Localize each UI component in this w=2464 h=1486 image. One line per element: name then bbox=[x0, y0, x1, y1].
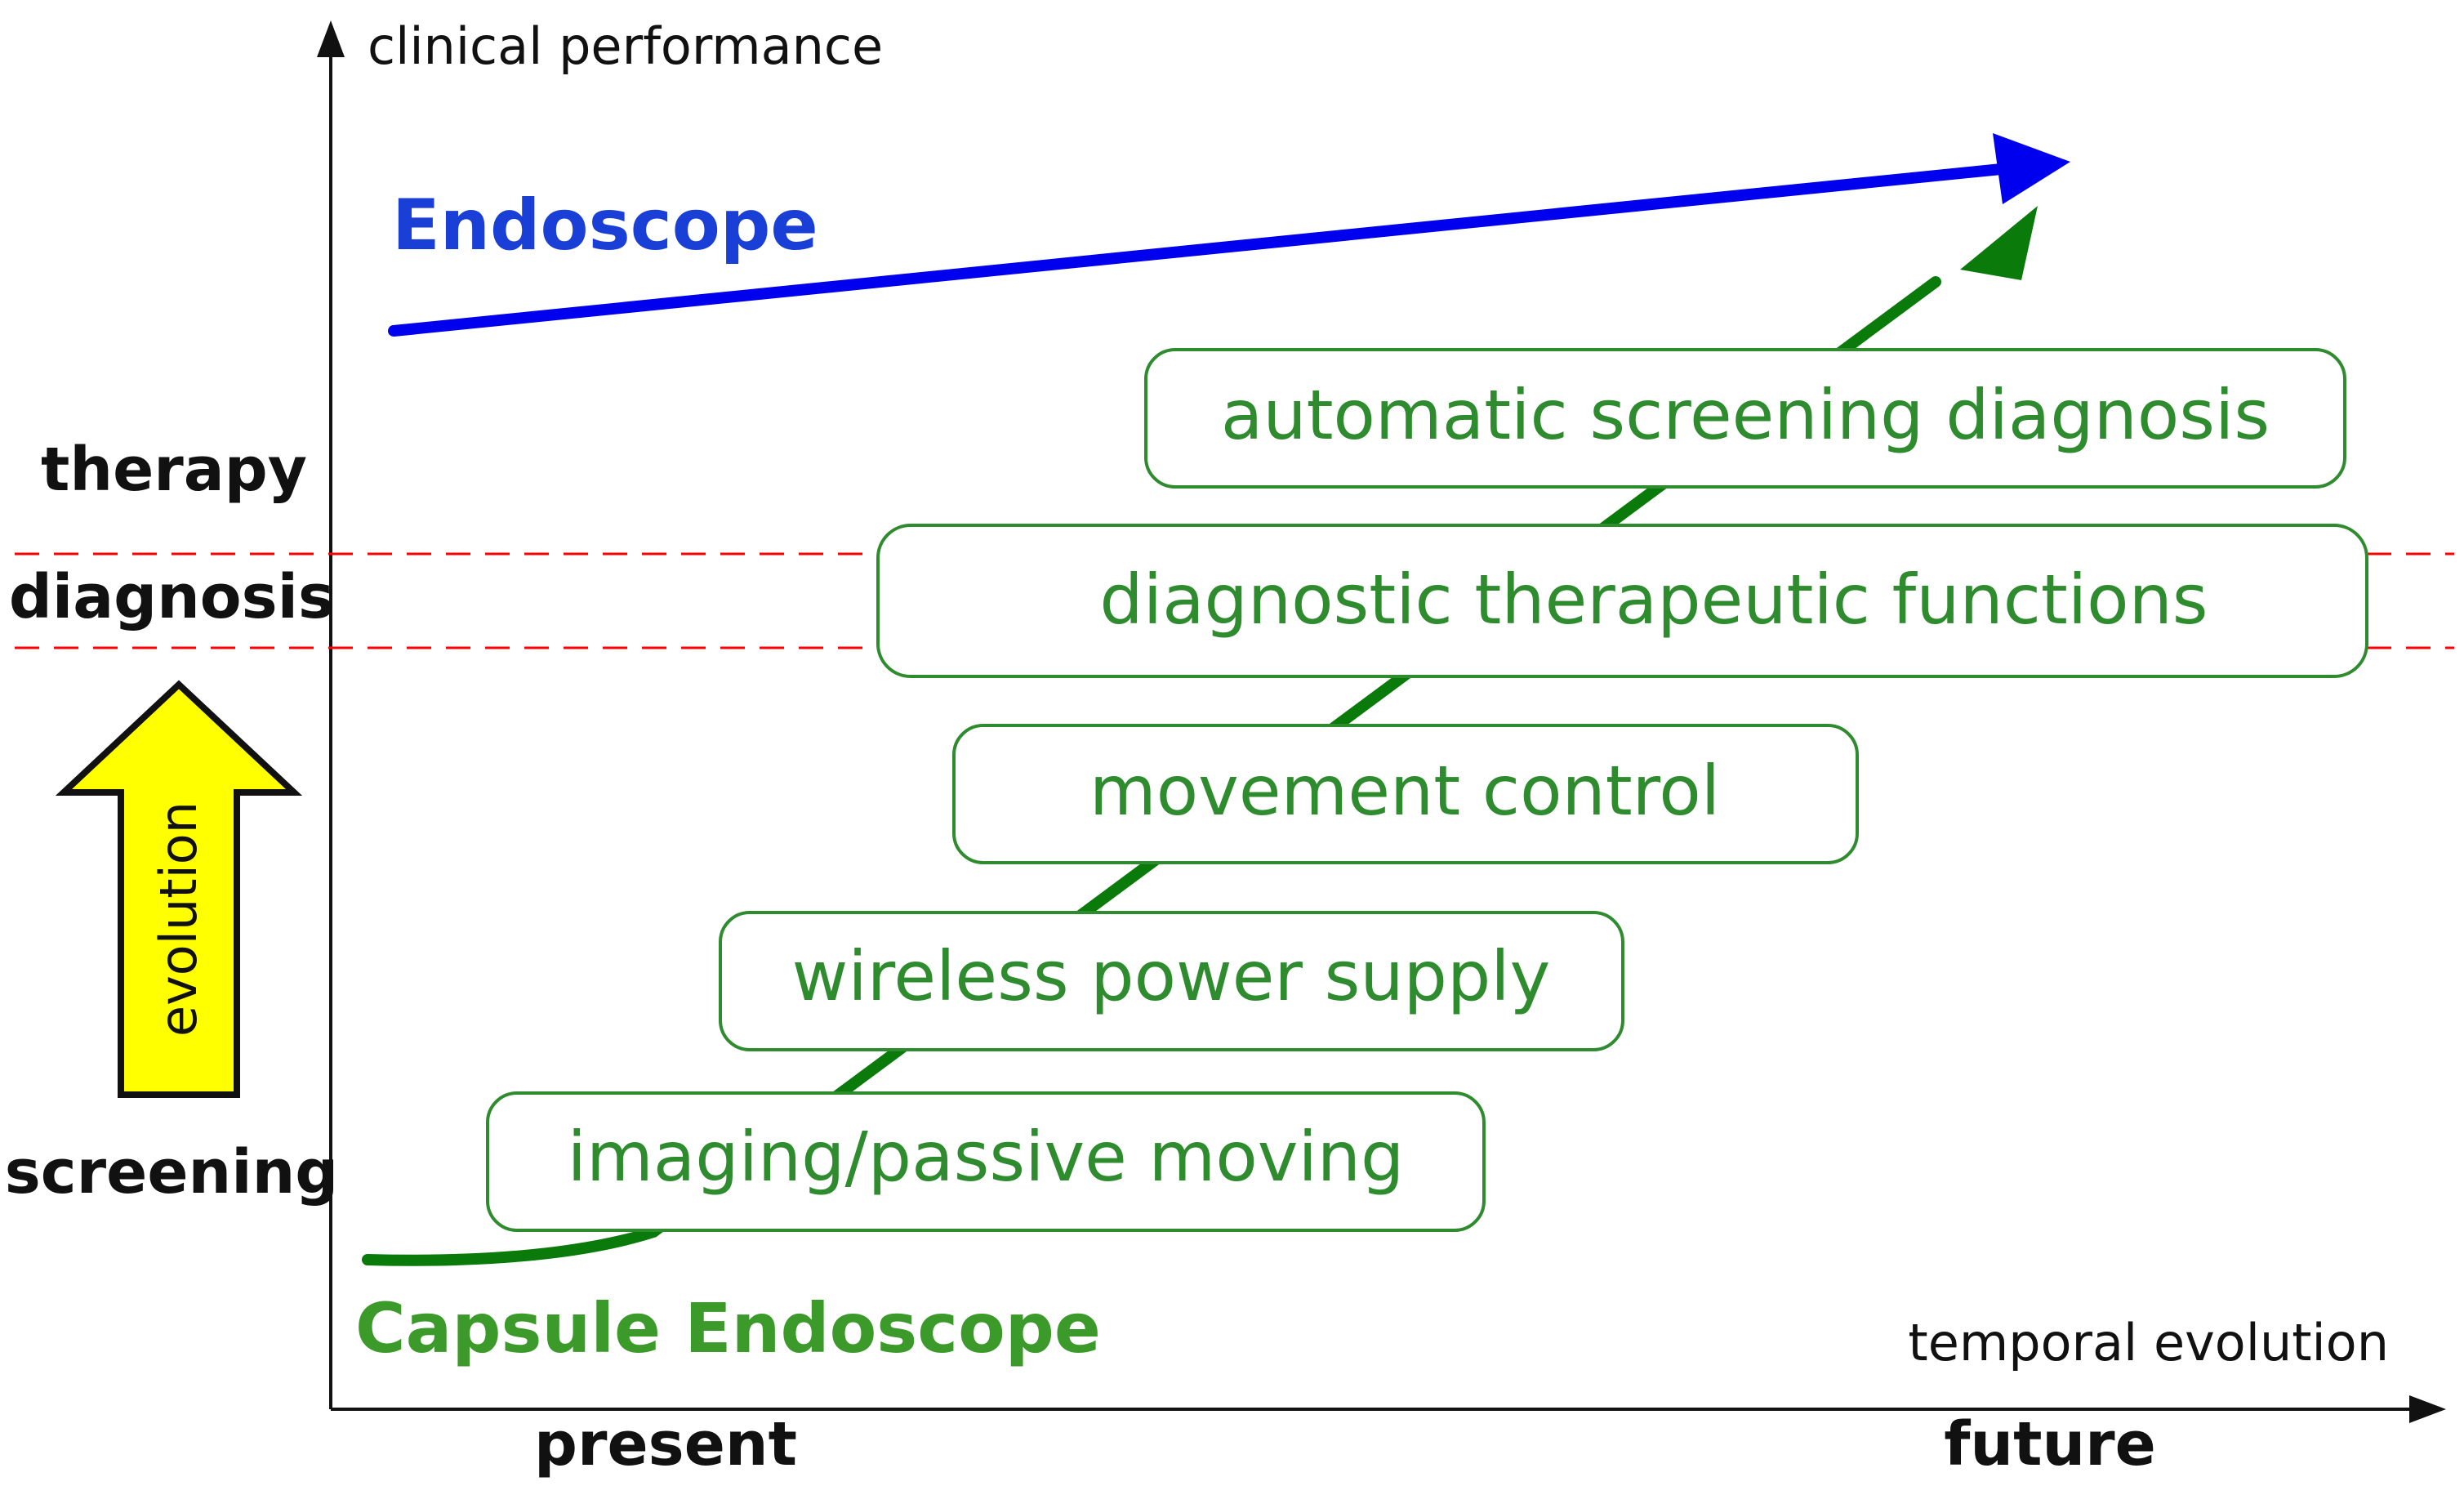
capsule-arrowhead bbox=[1960, 206, 2038, 280]
evolution-label: evolution bbox=[149, 801, 208, 1037]
level-therapy: therapy bbox=[41, 435, 307, 505]
endoscope-trajectory bbox=[388, 162, 2023, 337]
stage-label: imaging/passive moving bbox=[568, 1117, 1405, 1197]
stage-label: wireless power supply bbox=[792, 936, 1551, 1016]
capsule-label: Capsule Endoscope bbox=[355, 1288, 1101, 1368]
endoscope-arrowhead bbox=[1993, 133, 2070, 204]
endoscope-label: Endoscope bbox=[392, 185, 818, 266]
stage-movement-control: movement control bbox=[952, 724, 1859, 864]
evolution-arrow bbox=[55, 680, 303, 1098]
level-screening: screening bbox=[5, 1137, 338, 1207]
y-axis-arrowhead bbox=[317, 20, 345, 57]
level-diagnosis: diagnosis bbox=[9, 562, 334, 632]
stage-automatic-screening: automatic screening diagnosis bbox=[1144, 348, 2346, 489]
y-axis-label: clinical performance bbox=[368, 16, 883, 76]
stage-label: movement control bbox=[1089, 751, 1720, 831]
x-axis-arrowhead bbox=[2409, 1395, 2446, 1423]
capsule-trajectory bbox=[362, 276, 1941, 1266]
stage-label: diagnostic therapeutic functions bbox=[1099, 560, 2208, 640]
stage-wireless-power: wireless power supply bbox=[719, 911, 1624, 1051]
stage-label: automatic screening diagnosis bbox=[1221, 375, 2270, 455]
x-start-label: present bbox=[534, 1409, 797, 1479]
stage-imaging: imaging/passive moving bbox=[486, 1091, 1486, 1232]
x-end-label: future bbox=[1944, 1409, 2156, 1479]
stage-diagnostic-therapeutic: diagnostic therapeutic functions bbox=[876, 524, 2368, 678]
x-axis-label: temporal evolution bbox=[1908, 1313, 2389, 1372]
